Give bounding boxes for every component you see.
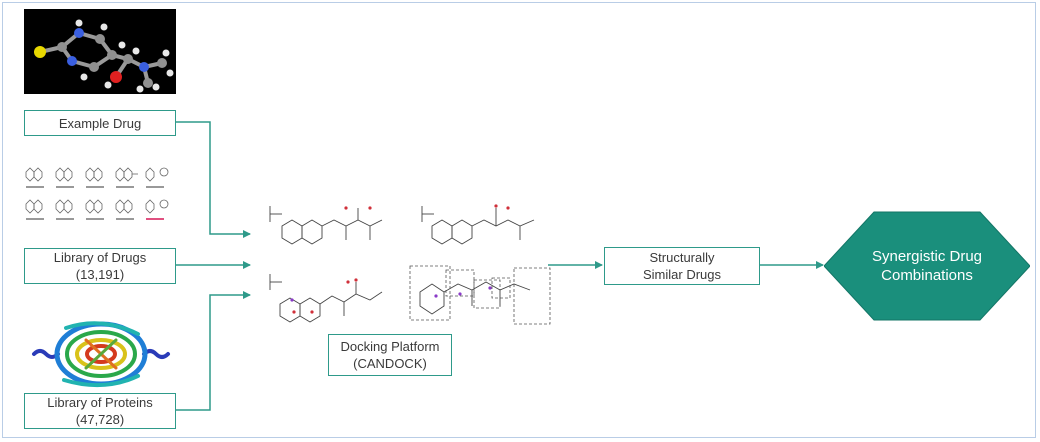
similar-drugs-line1: Structurally bbox=[649, 250, 715, 265]
example-drug-label: Example Drug bbox=[58, 115, 142, 131]
library-of-proteins-label: Library of Proteins bbox=[47, 395, 153, 410]
synergy-line1: Synergistic Drug bbox=[871, 248, 983, 265]
arrow-proteins-to-docking bbox=[176, 291, 251, 411]
similar-drugs-line2: Similar Drugs bbox=[642, 267, 721, 282]
synergy-label: Synergistic Drug Combinations bbox=[824, 238, 1030, 294]
protein-ribbon-image bbox=[32, 321, 170, 388]
example-drug-box: Example Drug bbox=[24, 110, 176, 136]
synergy-shape bbox=[824, 211, 1030, 321]
docked-structures-image bbox=[269, 204, 551, 325]
similar-drugs-box: Structurally Similar Drugs bbox=[604, 247, 760, 285]
library-of-proteins-box: Library of Proteins (47,728) bbox=[24, 393, 176, 429]
docking-platform-box: Docking Platform (CANDOCK) bbox=[328, 334, 452, 376]
library-of-drugs-label: Library of Drugs bbox=[53, 250, 147, 265]
molecule-3d-image bbox=[24, 9, 176, 94]
docking-platform-label: Docking Platform bbox=[340, 339, 440, 354]
library-of-proteins-count: (47,728) bbox=[75, 412, 125, 427]
arrow-example-to-docking bbox=[176, 121, 251, 238]
drug-structures-grid bbox=[25, 167, 169, 220]
library-of-drugs-count: (13,191) bbox=[75, 267, 125, 282]
library-of-drugs-box: Library of Drugs (13,191) bbox=[24, 248, 176, 284]
docking-platform-subtitle: (CANDOCK) bbox=[353, 356, 427, 371]
synergy-line2: Combinations bbox=[881, 267, 973, 284]
